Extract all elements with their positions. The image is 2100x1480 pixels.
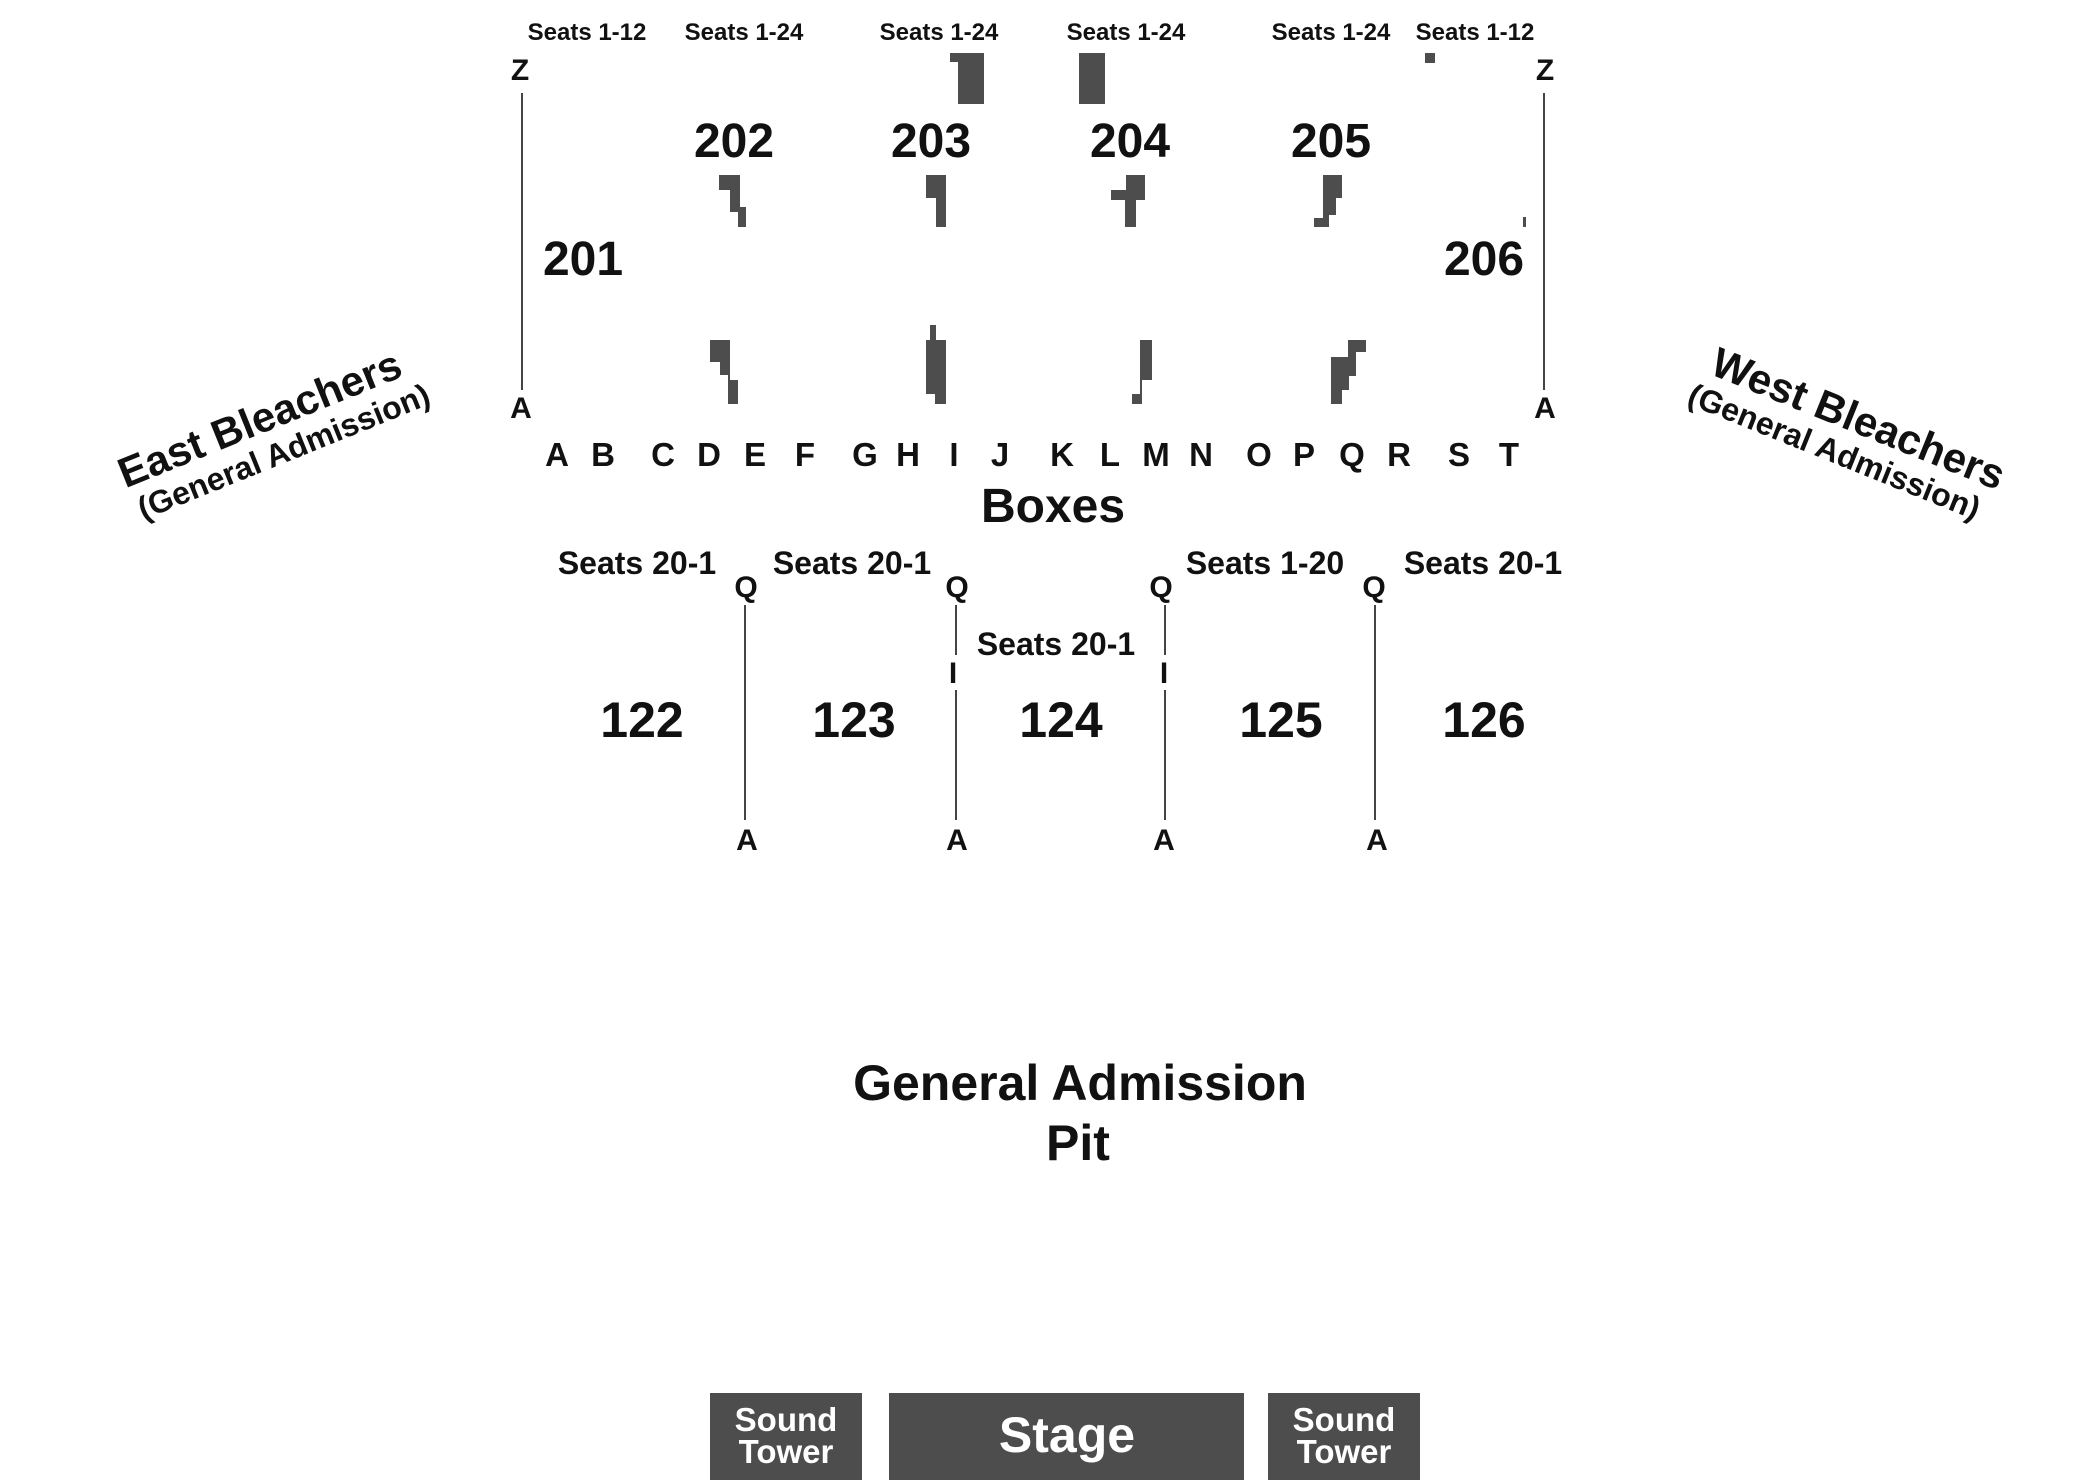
seat-mark [926,325,946,404]
west-bleachers[interactable]: West Bleachers (General Admission) [1683,335,2012,531]
sound-tower-left-block [710,1393,862,1480]
box-d[interactable]: D [697,436,721,473]
row-label-i-1: I [949,657,957,690]
pit-label-line1: General Admission [853,1055,1307,1111]
row-label-a-left: A [510,392,532,425]
seat-mark [1314,175,1342,227]
box-n[interactable]: N [1189,436,1213,473]
box-t[interactable]: T [1499,436,1519,473]
box-a[interactable]: A [545,436,569,473]
section-206[interactable]: 206 [1444,233,1524,286]
box-o[interactable]: O [1246,436,1272,473]
box-s[interactable]: S [1448,436,1470,473]
stage: Stage [889,1393,1244,1480]
boxes-title: Boxes [981,480,1125,533]
row-label-q-4: Q [1362,571,1385,604]
sound-tower-right-line2: Tower [1297,1433,1392,1470]
sound-tower-right: Sound Tower [1268,1393,1420,1480]
box-m[interactable]: M [1142,436,1170,473]
box-i[interactable]: I [949,436,958,473]
general-admission-pit[interactable]: General Admission Pit [853,1055,1307,1171]
seats-range-203: Seats 1-24 [880,19,999,46]
seat-mark [1111,175,1145,227]
sound-tower-left: Sound Tower [710,1393,862,1480]
section-204[interactable]: 204 [1090,115,1170,168]
section-123[interactable]: 123 [812,692,895,748]
box-letters: A B C D E F G H I J K L M N O P Q R S T [545,436,1519,473]
section-126[interactable]: 126 [1442,692,1525,748]
sound-tower-right-block [1268,1393,1420,1480]
box-r[interactable]: R [1387,436,1411,473]
section-205[interactable]: 205 [1291,115,1371,168]
seat-mark [1079,53,1105,104]
row-label-q-3: Q [1149,571,1172,604]
box-g[interactable]: G [852,436,878,473]
section-125[interactable]: 125 [1239,692,1322,748]
row-label-a-3: A [1153,824,1175,857]
section-203[interactable]: 203 [891,115,971,168]
row-label-z-left: Z [511,54,529,87]
box-h[interactable]: H [896,436,920,473]
seats-range-202: Seats 1-24 [685,19,804,46]
box-q[interactable]: Q [1339,436,1365,473]
seats-range-205: Seats 1-24 [1272,19,1391,46]
seats-range-124: Seats 20-1 [977,626,1135,662]
seat-mark [950,53,984,104]
seat-mark [719,175,746,227]
pit-label-line2: Pit [1046,1115,1110,1171]
seat-marks-upper [710,53,1526,404]
row-label-i-2: I [1160,657,1168,690]
seats-range-125: Seats 1-20 [1186,545,1344,581]
seats-range-122: Seats 20-1 [558,545,716,581]
seat-mark [1132,340,1152,404]
stage-label: Stage [999,1407,1135,1463]
row-label-a-4: A [1366,824,1388,857]
seats-range-204: Seats 1-24 [1067,19,1186,46]
seats-range-126: Seats 20-1 [1404,545,1562,581]
box-l[interactable]: L [1100,436,1120,473]
seat-mark [1425,53,1435,63]
box-e[interactable]: E [744,436,766,473]
box-b[interactable]: B [591,436,615,473]
row-label-a-right: A [1534,392,1556,425]
seat-mark [710,340,738,404]
section-124[interactable]: 124 [1019,692,1103,748]
section-122[interactable]: 122 [600,692,683,748]
row-label-z-right: Z [1536,54,1554,87]
seat-mark [926,175,946,227]
seats-range-206: Seats 1-12 [1416,19,1535,46]
box-j[interactable]: J [991,436,1009,473]
east-bleachers[interactable]: East Bleachers (General Admission) [111,335,435,529]
row-label-q-2: Q [945,571,968,604]
box-k[interactable]: K [1050,436,1074,473]
sound-tower-right-line1: Sound [1293,1401,1396,1438]
stage-block [889,1393,1244,1480]
box-f[interactable]: F [795,436,815,473]
box-c[interactable]: C [651,436,675,473]
sound-tower-left-line2: Tower [739,1433,834,1470]
box-p[interactable]: P [1293,436,1315,473]
section-201[interactable]: 201 [543,233,623,286]
seat-mark [1523,217,1526,227]
section-202[interactable]: 202 [694,115,774,168]
sound-tower-left-line1: Sound [735,1401,838,1438]
row-label-q-1: Q [734,571,757,604]
seats-range-123: Seats 20-1 [773,545,931,581]
seat-mark [1331,340,1366,404]
seats-range-201: Seats 1-12 [528,19,647,46]
row-label-a-1: A [736,824,758,857]
row-label-a-2: A [946,824,968,857]
